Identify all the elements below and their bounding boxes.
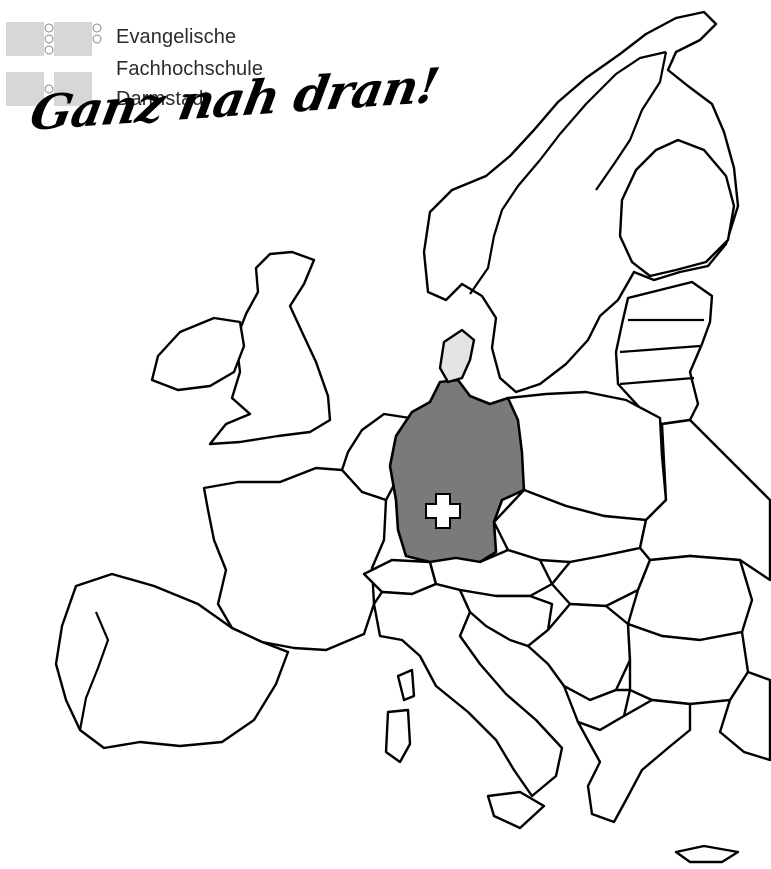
logo-squares-icon bbox=[6, 22, 102, 106]
logo-line-3: Darmstadt bbox=[116, 88, 210, 110]
greece bbox=[576, 698, 692, 824]
baltic-borders bbox=[619, 318, 704, 386]
france bbox=[202, 466, 388, 652]
baltic-states bbox=[614, 280, 714, 426]
logo-line-2: Fachhochschule bbox=[116, 58, 264, 80]
logo-line-1: Evangelische bbox=[116, 26, 237, 48]
cross-marker-icon bbox=[425, 493, 461, 529]
norway-sweden-border bbox=[469, 50, 667, 295]
sweden-finland-border bbox=[595, 51, 668, 191]
sardinia bbox=[384, 708, 412, 764]
italy bbox=[372, 582, 564, 798]
crete bbox=[674, 844, 740, 864]
spain-portugal-border bbox=[78, 611, 110, 731]
finland-landmass bbox=[618, 138, 736, 278]
scandinavia-landmass bbox=[422, 10, 740, 394]
sicily bbox=[486, 790, 546, 830]
corsica bbox=[396, 668, 416, 702]
logo: Evangelische Fachhochschule Darmstadt bbox=[0, 0, 360, 160]
iberian-peninsula bbox=[54, 572, 290, 750]
ireland bbox=[150, 316, 246, 392]
romania bbox=[626, 554, 754, 642]
turkey-west bbox=[718, 670, 771, 762]
germany bbox=[388, 378, 526, 564]
denmark bbox=[438, 328, 476, 384]
